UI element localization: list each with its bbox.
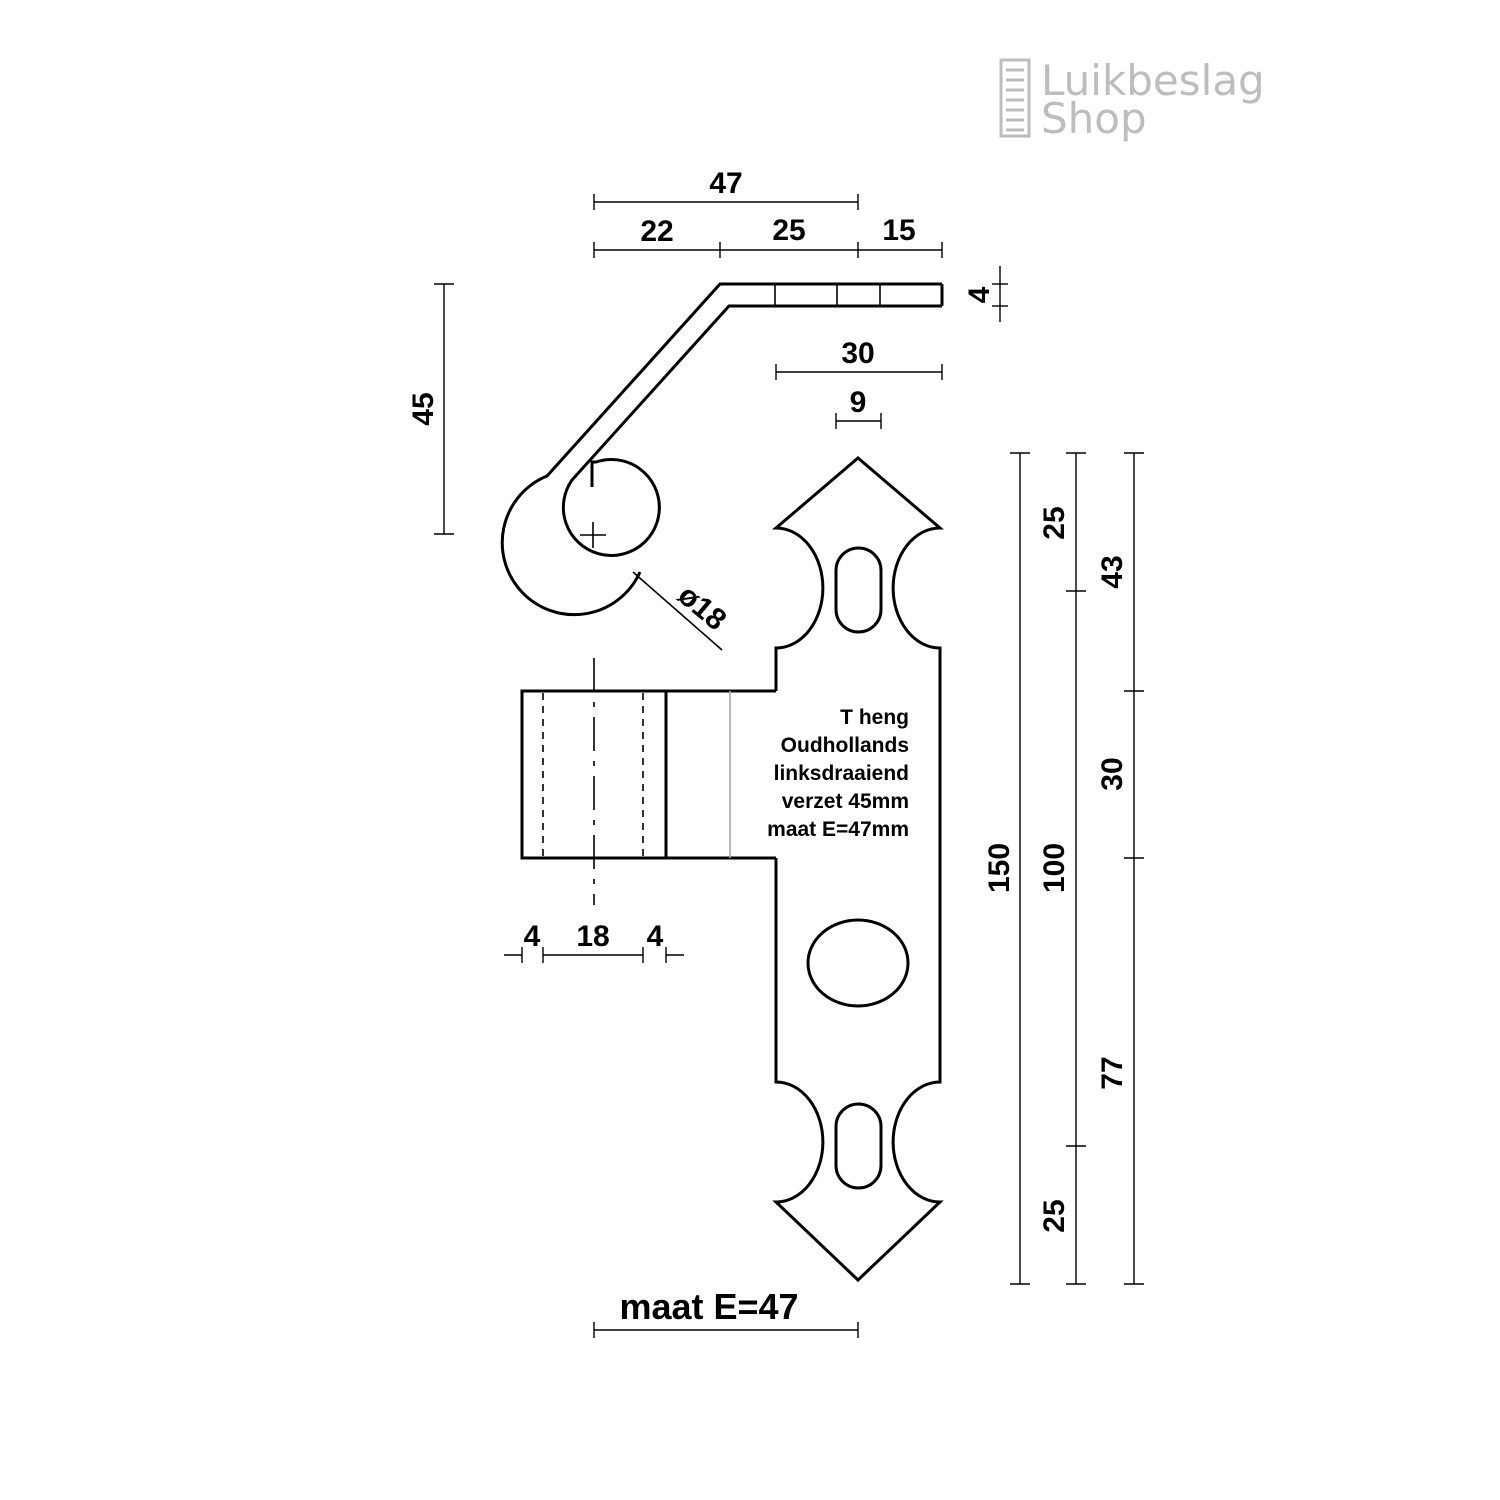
dimension-top-segments: 22 25 15	[593, 214, 943, 258]
ladder-hatch-icon	[999, 58, 1031, 138]
dim-end-top: 25	[1038, 506, 1071, 539]
dim-knuckle-to-bottom: 77	[1096, 1056, 1129, 1089]
dim-hole-spacing: 100	[1038, 843, 1071, 893]
dimension-plate-thickness: 4	[963, 266, 1008, 322]
top-view-strap: ø18	[500, 282, 944, 651]
brand-logo: Luikbeslag Shop	[999, 56, 1265, 143]
product-note: T heng Oudhollands linksdraaiend verzet …	[767, 706, 909, 841]
dim-segment-b: 25	[772, 214, 805, 247]
note-line-2: Oudhollands	[781, 734, 909, 757]
dimension-knuckle-position: 43 30 77	[1096, 452, 1144, 1285]
dimension-knuckle-widths: 4 18 4	[504, 920, 684, 963]
dim-wall-right: 4	[647, 920, 664, 953]
dim-knuckle-height: 30	[1096, 757, 1129, 790]
note-line-4: verzet 45mm	[782, 790, 909, 813]
svg-text:47: 47	[709, 167, 742, 200]
svg-text:150: 150	[983, 843, 1016, 893]
dimension-slot-width: 9	[835, 386, 882, 429]
svg-text:45: 45	[407, 392, 440, 425]
dimension-maat-e: maat E=47	[593, 1286, 859, 1338]
dimension-top-overall: 47	[593, 167, 859, 210]
maat-e-label: maat E=47	[619, 1286, 798, 1327]
dimension-total-length: 150	[983, 452, 1030, 1285]
dimension-offset-height: 45	[407, 283, 454, 535]
dim-wall-left: 4	[524, 920, 541, 953]
logo-text-line2: Shop	[1041, 94, 1147, 143]
svg-text:30: 30	[841, 337, 874, 370]
note-line-5: maat E=47mm	[767, 818, 909, 841]
logo-text-line1: Luikbeslag	[1041, 56, 1265, 105]
svg-text:4: 4	[963, 286, 996, 303]
dimension-strap-length: 30	[775, 337, 943, 380]
dim-end-bottom: 25	[1038, 1199, 1071, 1232]
middle-hole	[806, 918, 910, 1008]
note-line-1: T heng	[840, 706, 909, 729]
lower-slot	[834, 1102, 883, 1190]
dim-segment-a: 22	[640, 215, 673, 248]
eye-diameter-label: ø18	[672, 579, 733, 638]
dim-pin-width: 18	[576, 920, 609, 953]
dim-segment-c: 15	[882, 214, 915, 247]
note-line-3: linksdraaiend	[774, 762, 909, 785]
eye-centre-mark	[580, 522, 606, 548]
upper-slot	[834, 546, 883, 634]
dimension-hole-spacing: 25 100 25	[1038, 452, 1086, 1285]
front-view-hinge-plate: T heng Oudhollands linksdraaiend verzet …	[520, 456, 945, 1283]
dim-upper-to-knuckle: 43	[1096, 555, 1129, 588]
svg-text:9: 9	[850, 386, 867, 419]
